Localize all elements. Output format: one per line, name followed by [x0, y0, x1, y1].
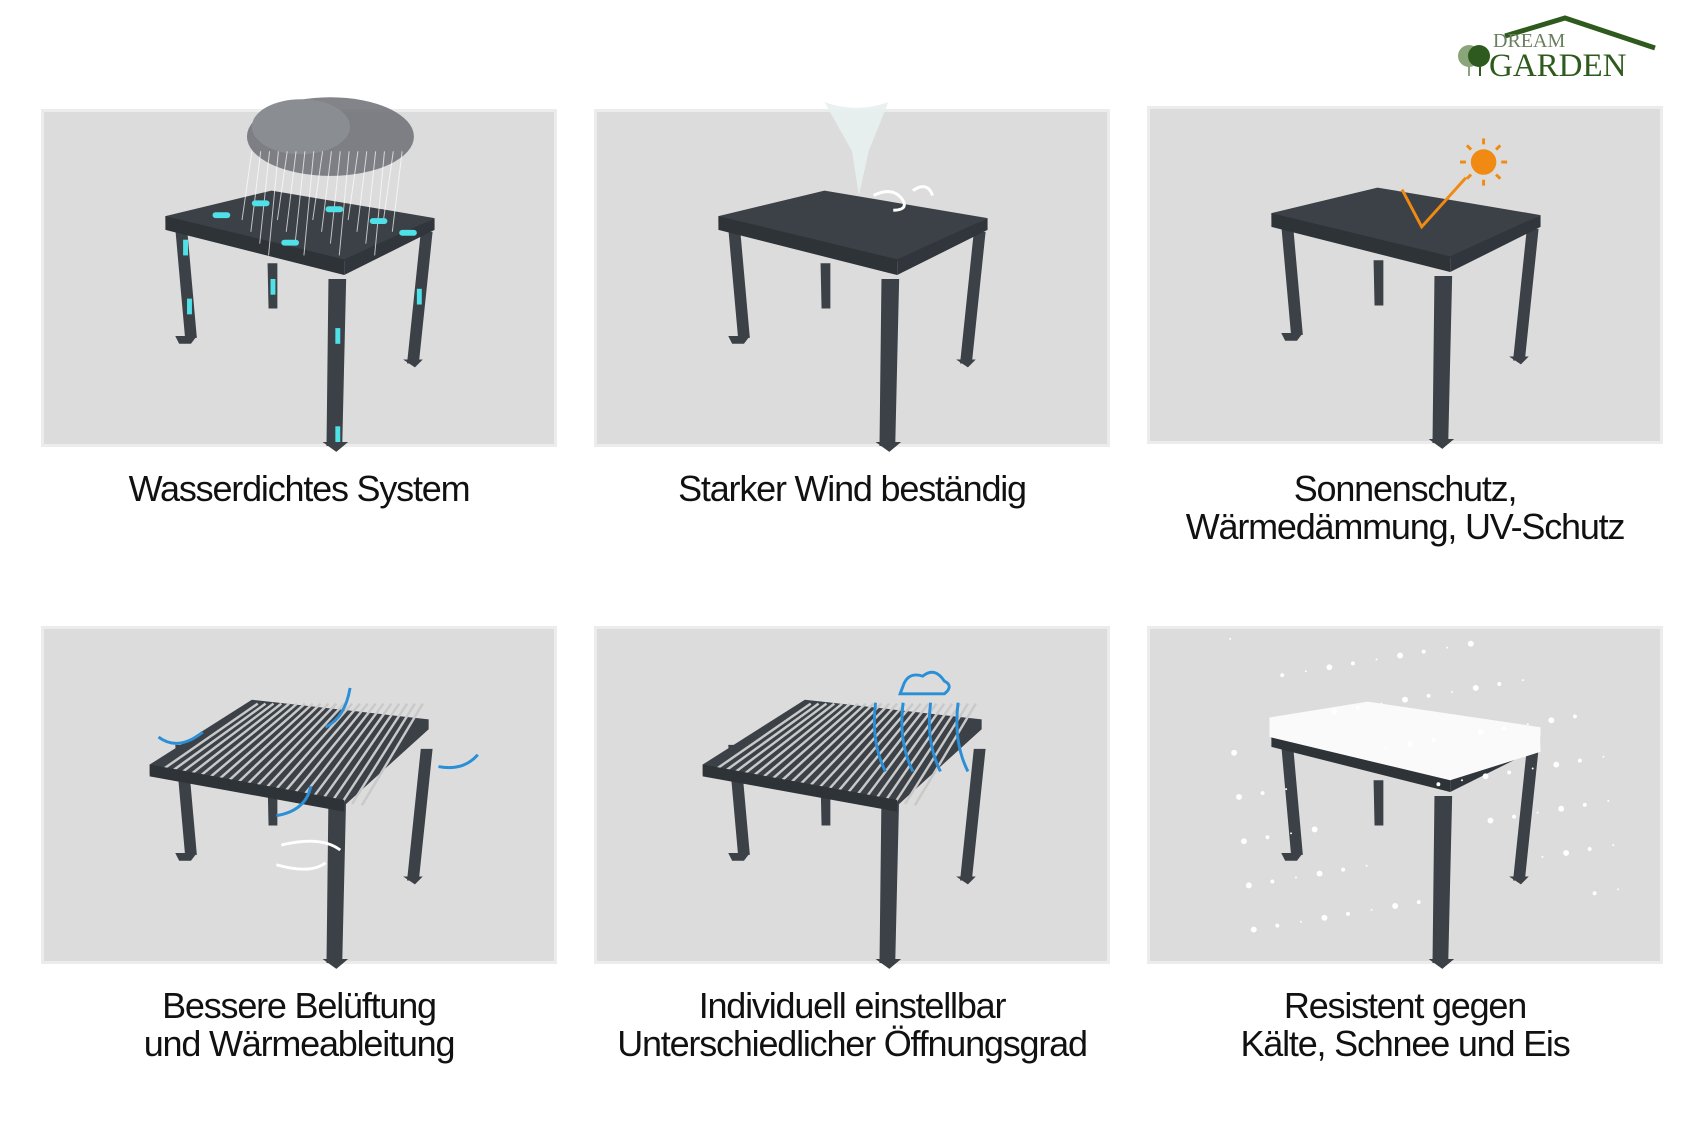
feature-image-waterproof [41, 97, 557, 452]
caption-line: Wärmedämmung, UV-Schutz [1185, 506, 1626, 547]
svg-text:GARDEN: GARDEN [1489, 48, 1627, 80]
feature-caption-sun: Sonnenschutz,Wärmedämmung, UV-Schutz [1125, 470, 1685, 546]
feature-image-adjustable [594, 626, 1110, 969]
feature-image-wind [594, 102, 1110, 452]
pergola-tornado-illustration [718, 102, 988, 452]
feature-image-ventilation [41, 626, 557, 969]
caption-line: Kälte, Schnee und Eis [1240, 1023, 1570, 1064]
pergola-airflow-illustration [149, 687, 479, 969]
feature-caption-waterproof: Wasserdichtes System [19, 470, 579, 508]
caption-line: Individuell einstellbar [698, 985, 1007, 1026]
caption-line: Starker Wind beständig [678, 468, 1027, 509]
pergola-snow-illustration [1229, 637, 1620, 969]
pergola-cloud-wind-illustration [702, 670, 986, 969]
pergola-rain-cloud-illustration [165, 97, 435, 452]
feature-image-sun [1147, 106, 1663, 449]
caption-line: Sonnenschutz, [1293, 468, 1518, 509]
caption-line: und Wärmeableitung [143, 1023, 456, 1064]
feature-caption-wind: Starker Wind beständig [572, 470, 1132, 508]
caption-line: Bessere Belüftung [162, 985, 437, 1026]
caption-line: Unterschiedlicher Öffnungsgrad [617, 1023, 1088, 1064]
feature-image-snow [1147, 626, 1663, 969]
dream-garden-logo: DREAM GARDEN [1455, 14, 1660, 84]
svg-text:DREAM: DREAM [1493, 30, 1565, 52]
pergola-sun-illustration [1271, 138, 1541, 449]
caption-line: Resistent gegen [1283, 985, 1527, 1026]
caption-line: Wasserdichtes System [128, 468, 471, 509]
